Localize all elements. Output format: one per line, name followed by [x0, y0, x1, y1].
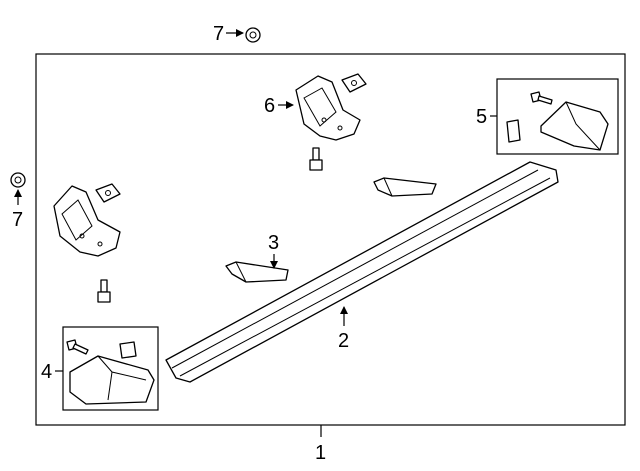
- callout-6-label: 6: [264, 95, 275, 117]
- end-cap-front-box: [62, 326, 159, 411]
- bolt-icon-upper: [309, 147, 323, 171]
- end-cap-rear-icon: [540, 101, 609, 151]
- nut-icon-left: [10, 172, 26, 188]
- callout-4[interactable]: 4: [41, 361, 63, 383]
- lower-bracket-icon: [53, 185, 121, 257]
- callout-6[interactable]: 6: [264, 95, 294, 117]
- callout-3-label: 3: [268, 232, 279, 254]
- callout-1[interactable]: 1: [315, 425, 326, 464]
- clip-icon-rear: [506, 119, 521, 143]
- step-pad-icon-rear: [373, 177, 437, 197]
- callout-2[interactable]: 2: [338, 306, 349, 352]
- assembly-frame: [35, 53, 626, 426]
- callout-7-top[interactable]: 7: [213, 23, 244, 45]
- end-cap-front-icon: [69, 355, 155, 405]
- clip-nut-icon-lower: [95, 183, 121, 203]
- bolt-icon-lower: [97, 279, 111, 303]
- callout-7-left-label: 7: [12, 209, 23, 231]
- callout-5-label: 5: [476, 106, 487, 128]
- callout-5[interactable]: 5: [476, 106, 497, 128]
- callout-7-left[interactable]: 7: [12, 189, 23, 231]
- upper-bracket-icon: [295, 75, 361, 141]
- callout-2-label: 2: [338, 330, 349, 352]
- step-pad-icon-front: [225, 261, 289, 283]
- callout-3[interactable]: 3: [268, 232, 279, 269]
- screw-icon-rear: [530, 91, 553, 105]
- nut-icon-top: [245, 27, 261, 43]
- clip-nut-icon-upper: [341, 73, 367, 93]
- callout-7-top-label: 7: [213, 23, 224, 45]
- callout-1-label: 1: [315, 442, 326, 464]
- running-board-icon: [165, 161, 559, 383]
- clip-icon-front: [119, 341, 137, 359]
- screw-icon-front: [66, 339, 89, 355]
- callout-4-label: 4: [41, 361, 52, 383]
